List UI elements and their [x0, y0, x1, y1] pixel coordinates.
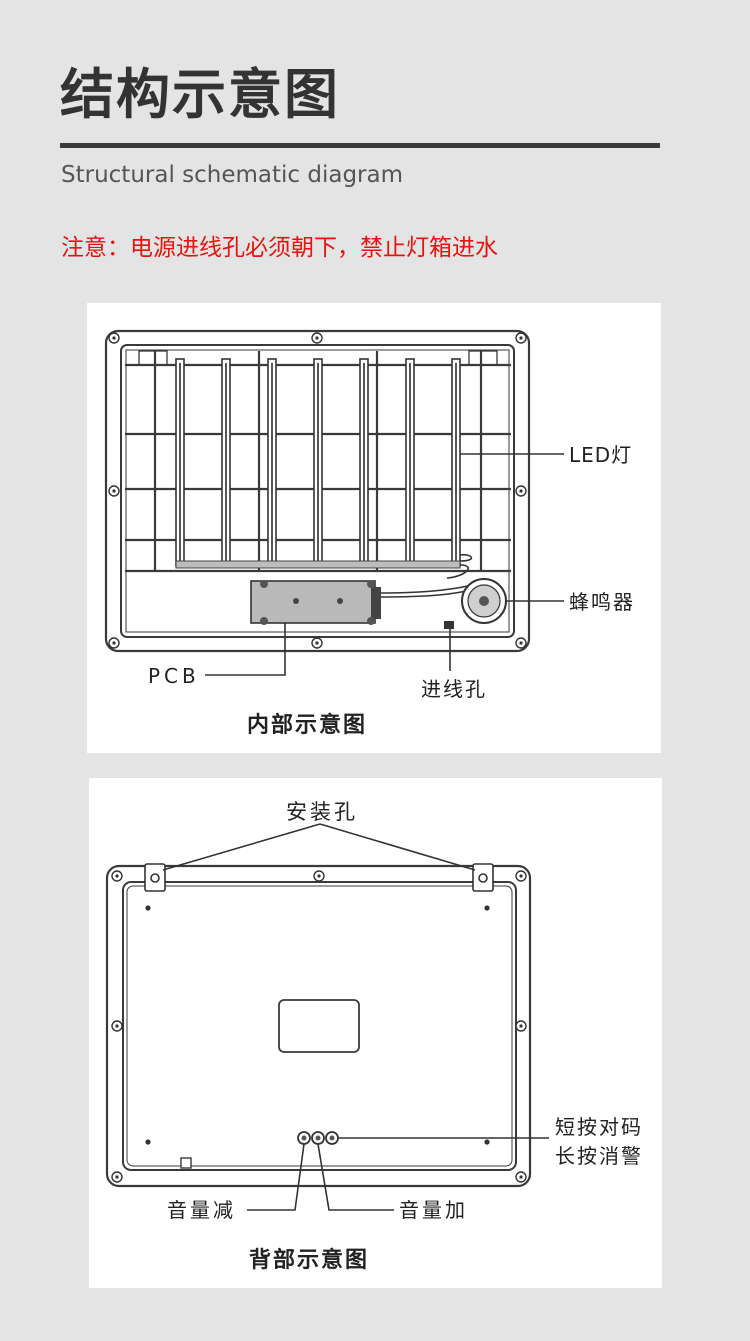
interior-diagram-caption: 内部示意图	[247, 712, 367, 738]
mounting-brackets	[144, 863, 494, 892]
pcb-label: PCB	[148, 664, 200, 688]
buzzer-component	[461, 578, 507, 624]
cable-inlet-label: 进线孔	[421, 677, 487, 701]
back-diagram-panel: 安装孔 短按对码 长按消警 音量减 音量加 背部示意图	[89, 778, 662, 1288]
mounting-holes-label: 安装孔	[286, 800, 358, 824]
page-subtitle: Structural schematic diagram	[61, 162, 404, 188]
back-diagram: 安装孔 短按对码 长按消警 音量减 音量加 背部示意图	[105, 800, 643, 1273]
buzzer-label: 蜂鸣器	[569, 590, 635, 614]
label-plate	[278, 999, 360, 1053]
interior-inner-frame	[120, 344, 515, 638]
button-long-press-label: 长按消警	[555, 1144, 643, 1168]
volume-up-label: 音量加	[399, 1198, 468, 1222]
cable-inlet	[444, 621, 454, 629]
warning-notice: 注意：电源进线孔必须朝下，禁止灯箱进水	[61, 235, 498, 261]
back-outer-frame	[105, 864, 532, 1188]
pcb-board	[250, 580, 381, 625]
interior-diagram-panel: LED灯 蜂鸣器 PCB 进线孔 内部示意图	[87, 303, 661, 753]
interior-diagram: LED灯 蜂鸣器 PCB 进线孔 内部示意图	[104, 329, 635, 738]
volume-down-label: 音量减	[167, 1198, 236, 1222]
led-label: LED灯	[569, 443, 632, 467]
interior-outer-frame	[104, 329, 531, 653]
title-divider	[60, 143, 660, 148]
back-inner-frame	[122, 881, 517, 1171]
back-diagram-caption: 背部示意图	[249, 1247, 369, 1273]
button-short-press-label: 短按对码	[555, 1115, 643, 1139]
page-title: 结构示意图	[60, 63, 340, 126]
